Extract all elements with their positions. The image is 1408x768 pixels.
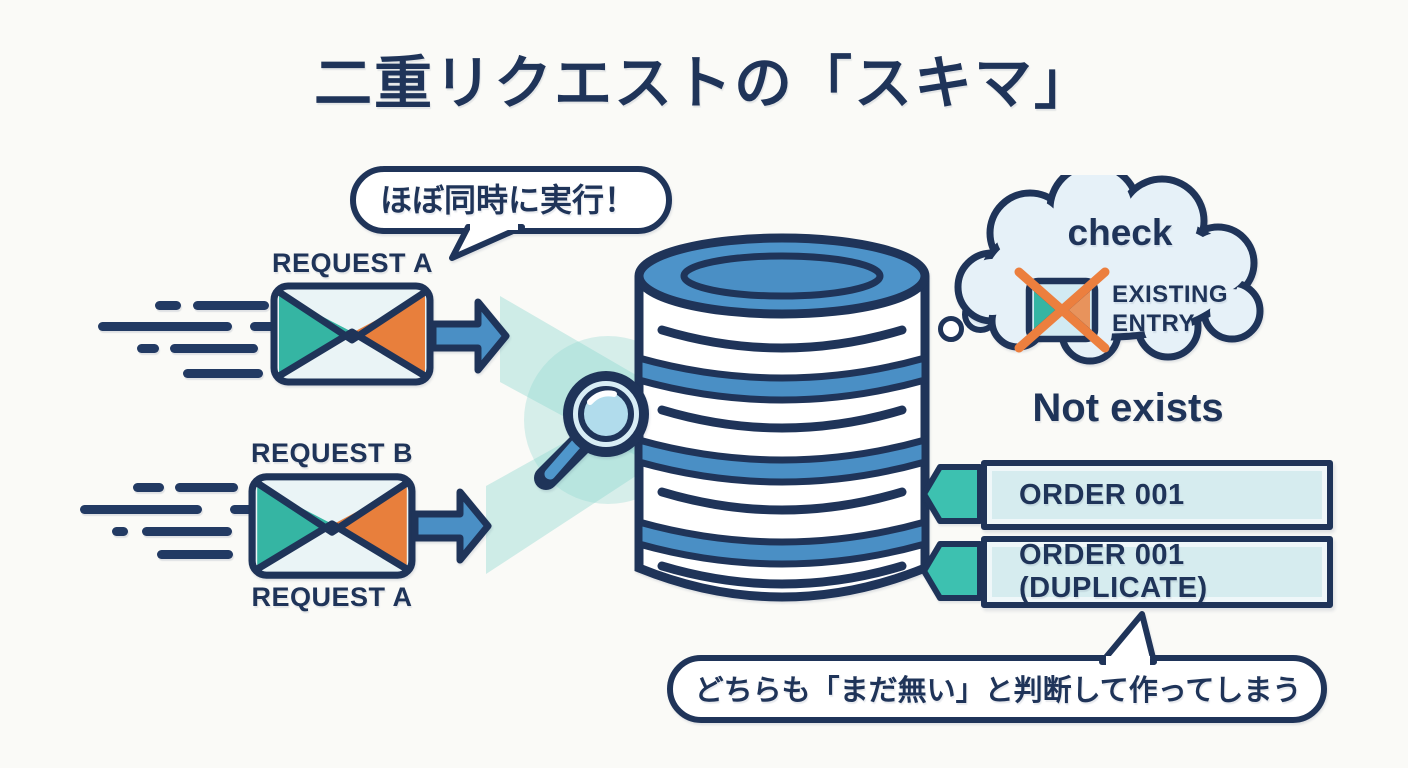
record-label: ORDER 001 (DUPLICATE) (1019, 539, 1208, 604)
existing-entry-label: EXISTING ENTRY (1112, 280, 1228, 338)
arrow-right-icon (412, 488, 492, 564)
speed-line (175, 483, 238, 492)
magnifying-glass-icon (534, 371, 649, 490)
speed-line (183, 369, 263, 378)
check-label: check (1067, 212, 1173, 253)
request-b-label: REQUEST B (250, 438, 414, 468)
record-box: ORDER 001 (981, 460, 1333, 530)
request-a-second-label: REQUEST A (251, 582, 413, 612)
arrow-right-icon (430, 298, 510, 374)
speech-bubble-top (350, 166, 672, 261)
speed-line (157, 550, 233, 559)
envelope-icon-request-b (248, 473, 416, 579)
speed-line (133, 483, 164, 492)
speed-line (80, 505, 202, 514)
not-exists-label: Not exists (1032, 386, 1224, 430)
speed-line (112, 527, 128, 536)
speed-line (155, 301, 181, 310)
existing-entry-line2: ENTRY (1112, 310, 1195, 337)
database-icon (634, 233, 930, 602)
existing-entry-line1: EXISTING (1112, 281, 1229, 308)
speed-line (170, 344, 258, 353)
thought-cloud-icon (954, 175, 1264, 365)
crossed-entry-icon (1014, 267, 1110, 353)
page-title: 二重リクエストの「スキマ」 (313, 51, 1094, 116)
speed-line (98, 322, 232, 331)
record-pointer-icon (921, 464, 983, 524)
envelope-icon-request-a (270, 282, 434, 386)
speed-line (193, 301, 269, 310)
speech-bubble-bottom-text: どちらも「まだ無い」と判断して作ってしまう (694, 675, 1302, 707)
thought-trail-dot-small (938, 316, 964, 342)
speech-bubble-top-text: ほぼ同時に実行！ (379, 182, 636, 218)
speed-line (137, 344, 159, 353)
record-label: ORDER 001 (1019, 478, 1185, 511)
speed-line (142, 527, 232, 536)
record-box: ORDER 001 (DUPLICATE) (981, 536, 1333, 608)
request-a-label: REQUEST A (271, 248, 433, 278)
speech-bubble-bottom (667, 611, 1327, 723)
record-pointer-icon (921, 541, 983, 601)
